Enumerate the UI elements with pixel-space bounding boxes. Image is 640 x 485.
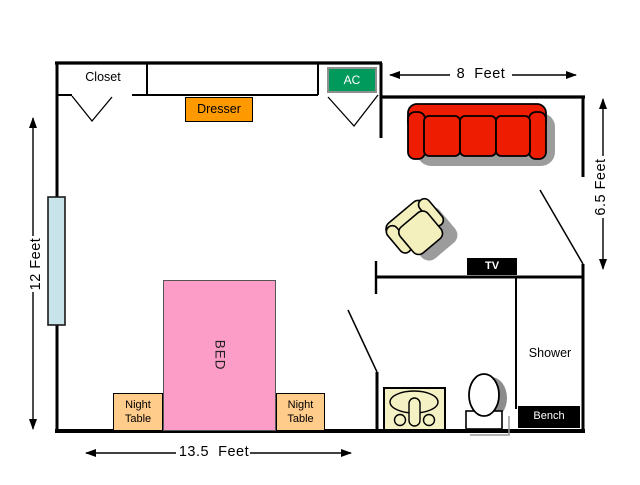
armchair-shape xyxy=(385,197,458,261)
toilet-bowl xyxy=(468,373,500,417)
couch-cushion xyxy=(459,115,497,157)
sink-faucet xyxy=(408,397,421,427)
window-shape xyxy=(47,196,66,326)
toilet-tank-shadow xyxy=(470,416,510,436)
sink-knob-left xyxy=(393,413,407,427)
bathroom-door-leaf xyxy=(347,309,378,373)
dimension-bottom-label: 13.5 Feet xyxy=(178,443,250,460)
bed-label: BED xyxy=(212,340,228,371)
dimension-arrows xyxy=(29,71,607,457)
bed: BED xyxy=(163,280,276,431)
dimension-top-label: 8 Feet xyxy=(456,65,506,82)
night-table-left: Night Table xyxy=(113,393,163,431)
dimension-left-label: 12 Feet xyxy=(28,237,45,291)
couch-cushion xyxy=(423,115,461,157)
sink-shape xyxy=(383,387,446,431)
couch-arm-left xyxy=(407,111,426,160)
ac-unit: AC xyxy=(327,67,377,93)
armchair-seat xyxy=(397,210,444,256)
dresser: Dresser xyxy=(185,97,253,122)
night-table-right: Night Table xyxy=(276,393,325,431)
toilet-shape xyxy=(465,373,510,436)
ac-door-mark xyxy=(327,94,379,128)
dimension-right-label: 6.5 Feet xyxy=(593,158,610,216)
shower-label: Shower xyxy=(528,345,572,360)
walls xyxy=(55,61,585,433)
tv: TV xyxy=(467,258,517,275)
closet-door-mark xyxy=(71,95,113,123)
entry-door-leaf xyxy=(539,189,584,265)
couch-shape xyxy=(407,103,555,166)
couch-arm-right xyxy=(528,111,547,160)
couch-cushion xyxy=(495,115,531,157)
closet-label: Closet xyxy=(85,69,121,84)
sink-knob-right xyxy=(422,413,436,427)
bench: Bench xyxy=(518,406,580,428)
